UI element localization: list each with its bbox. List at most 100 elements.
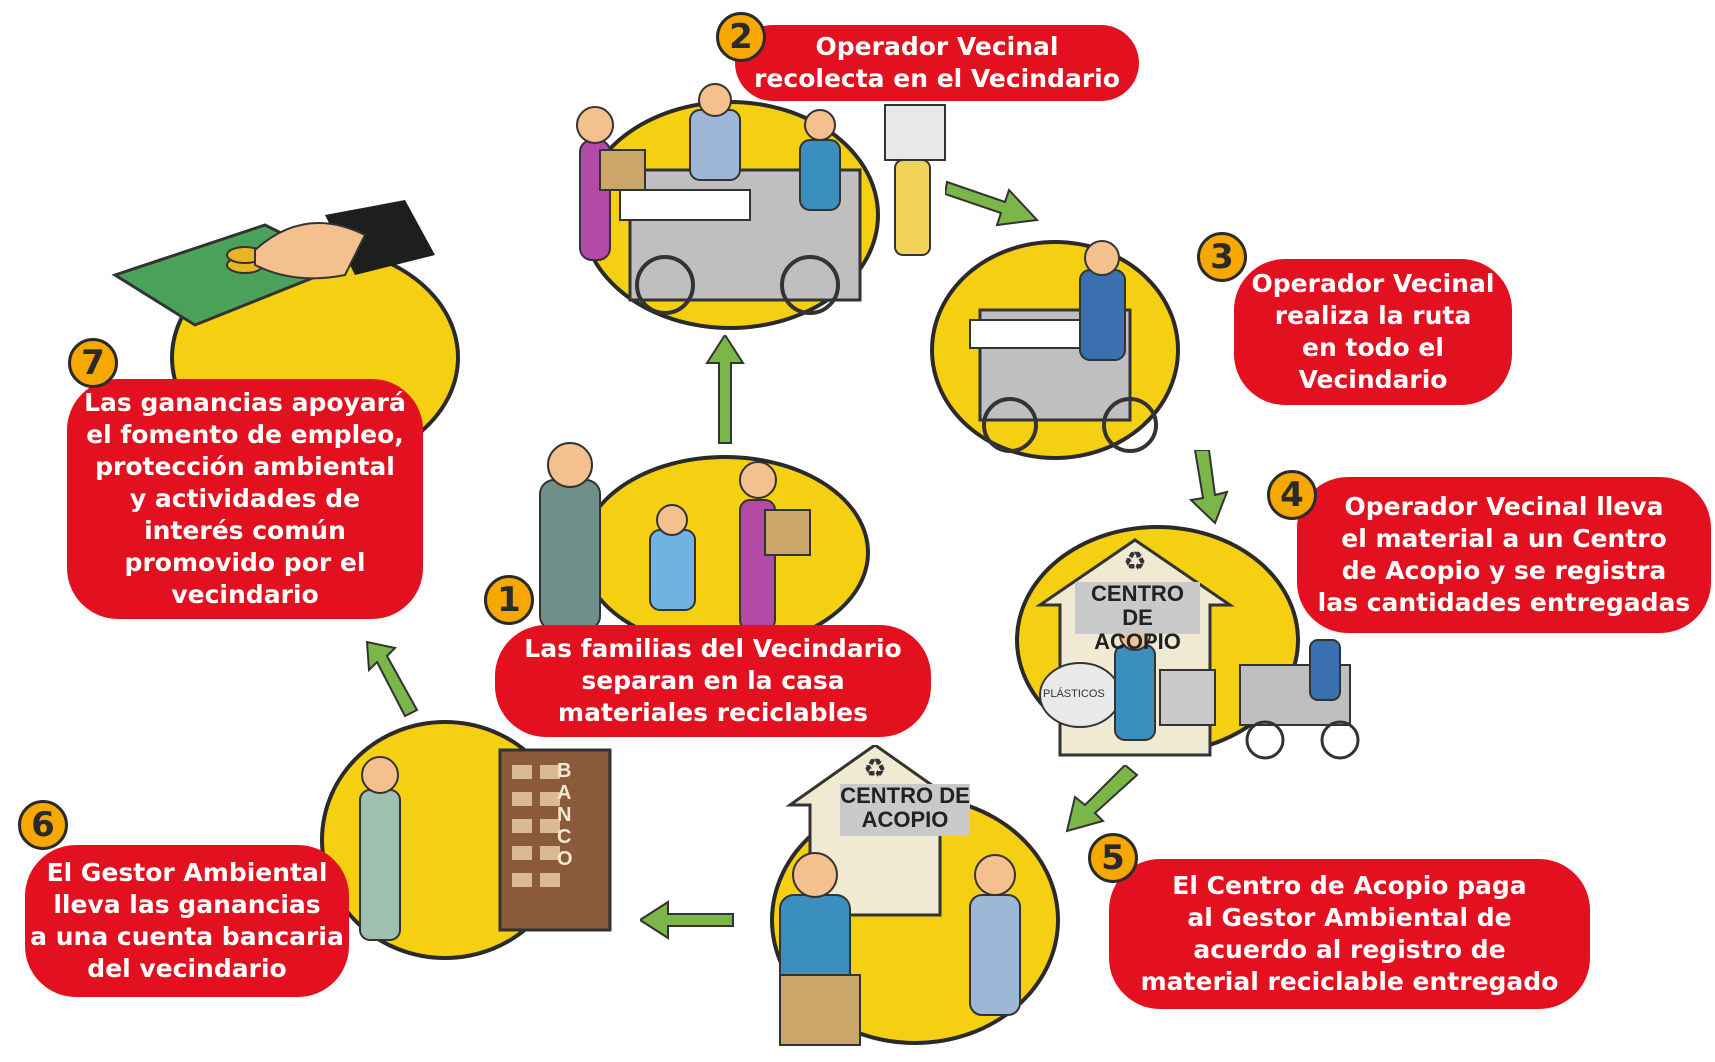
person-head (361, 756, 399, 794)
step-1-bubble: Las familias del Vecindario separan en l… (498, 628, 928, 734)
wheel-icon (635, 255, 695, 315)
step-7-line-5: interés común (144, 516, 346, 545)
person-icon (969, 894, 1021, 1016)
step-5-number: 5 (1088, 833, 1138, 883)
step-7-line-7: vecindario (171, 580, 319, 609)
arrow-icon (640, 900, 734, 940)
arrow-4-to-5 (1065, 765, 1139, 833)
step-3-line-2: realiza la ruta (1274, 301, 1472, 330)
step-3-illustration (969, 240, 1158, 453)
step-5-line-4: material reciclable entregado (1140, 967, 1559, 996)
paper-stack-icon (884, 104, 946, 161)
recycle-icon: ♻ (863, 754, 886, 784)
person-head (792, 852, 838, 898)
arrow-icon (705, 335, 745, 444)
arrow-6-to-7 (365, 640, 419, 718)
wheel-icon (1245, 720, 1285, 760)
acopio-sign-bottom: CENTRO DE ACOPIO (840, 784, 970, 836)
arrow-2-to-3 (945, 180, 1040, 227)
step-5-line-3: acuerdo al registro de (1193, 935, 1506, 964)
step-6-number: 6 (18, 800, 68, 850)
person-icon (689, 109, 741, 181)
person-head (974, 854, 1016, 896)
person-icon (894, 159, 931, 256)
step-7-line-6: promovido por el (124, 548, 366, 577)
person-icon (1309, 639, 1341, 701)
arrow-icon (1188, 450, 1229, 525)
panel-step-1-families (580, 455, 870, 650)
recycle-box-icon (599, 149, 646, 191)
step-3-line-1: Operador Vecinal (1251, 269, 1495, 298)
step-2-line-1: Operador Vecinal (815, 32, 1059, 61)
arrow-5-to-6 (640, 900, 734, 940)
step-2-line-2: recolecta en el Vecindario (754, 64, 1120, 93)
person-head (656, 504, 688, 536)
wheel-icon (1320, 720, 1360, 760)
arrow-icon (945, 180, 1040, 227)
bank-windows (512, 765, 560, 887)
hand-icon (254, 222, 367, 280)
step-3-line-3: en todo el (1302, 333, 1444, 362)
acopio-sign-bottom-line-1: CENTRO DE (840, 783, 970, 808)
step-7-line-4: y actividades de (129, 484, 361, 513)
arrow-1-to-2 (705, 335, 745, 444)
person-head (576, 106, 614, 144)
step-4-number: 4 (1267, 470, 1317, 520)
step-6-line-1: El Gestor Ambiental (46, 858, 328, 887)
step-4-line-4: las cantidades entregadas (1317, 588, 1691, 617)
acopio-sign-top-line-1: CENTRO DE (1091, 581, 1184, 630)
wheel-icon (1102, 397, 1158, 453)
cart-sign (969, 319, 1091, 349)
acopio-sign-top-line-2: ACOPIO (1094, 629, 1181, 654)
arrow-icon (1065, 765, 1139, 833)
step-5-bubble: El Centro de Acopio paga al Gestor Ambie… (1112, 862, 1587, 1006)
step-7-line-3: protección ambiental (95, 452, 395, 481)
step-1-illustration (539, 442, 811, 631)
plastico-label: PLÁSTICOS (1043, 688, 1105, 700)
step-3-number: 3 (1197, 232, 1247, 282)
step-6-illustration (359, 748, 612, 941)
step-7-line-1: Las ganancias apoyará (84, 388, 406, 417)
wheel-icon (780, 255, 840, 315)
person-head (739, 461, 777, 499)
person-head (547, 442, 593, 488)
step-1-number: 1 (484, 575, 534, 625)
child-icon (649, 529, 696, 611)
step-5-line-2: al Gestor Ambiental de (1187, 903, 1512, 932)
arrow-3-to-4 (1188, 450, 1229, 525)
step-5-line-1: El Centro de Acopio paga (1172, 871, 1527, 900)
arrow-icon (365, 640, 419, 718)
bank-label: BANCO (557, 760, 573, 870)
step-3-line-4: Vecindario (1298, 365, 1448, 394)
cart-sign (619, 189, 751, 221)
step-6-line-2: lleva las ganancias (53, 890, 321, 919)
step-3-bubble: Operador Vecinal realiza la ruta en todo… (1237, 262, 1509, 402)
recycle-box-icon (779, 974, 861, 1046)
person-icon (799, 139, 841, 211)
step-2-illustration (576, 83, 946, 315)
step-1-line-2: separan en la casa (581, 666, 845, 695)
step-7-bubble: Las ganancias apoyará el fomento de empl… (70, 382, 420, 616)
recycle-icon: ♻ (1123, 547, 1146, 577)
step-7-line-2: el fomento de empleo, (86, 420, 404, 449)
bank-icon (498, 748, 612, 932)
acopio-sign-bottom-line-2: ACOPIO (861, 807, 949, 832)
acopio-sign-top: CENTRO DE ACOPIO (1075, 581, 1200, 654)
person-icon (1079, 269, 1126, 361)
step-1-line-1: Las familias del Vecindario (524, 634, 902, 663)
person-head (1084, 240, 1120, 276)
step-7-number: 7 (68, 338, 118, 388)
person-icon (539, 479, 601, 631)
person-head (698, 83, 732, 117)
step-6-bubble: El Gestor Ambiental lleva las ganancias … (28, 848, 346, 994)
person-icon (1114, 644, 1156, 741)
step-4-line-3: de Acopio y se registra (1341, 556, 1667, 585)
recycle-box-icon (764, 509, 811, 556)
step-4-line-1: Operador Vecinal lleva (1344, 492, 1664, 521)
step-2-bubble: Operador Vecinal recolecta en el Vecinda… (738, 28, 1136, 98)
step-1-line-3: materiales reciclables (558, 698, 868, 727)
person-icon (359, 789, 401, 941)
step-6-line-4: del vecindario (87, 954, 287, 983)
step-4-line-2: el material a un Centro (1341, 524, 1667, 553)
